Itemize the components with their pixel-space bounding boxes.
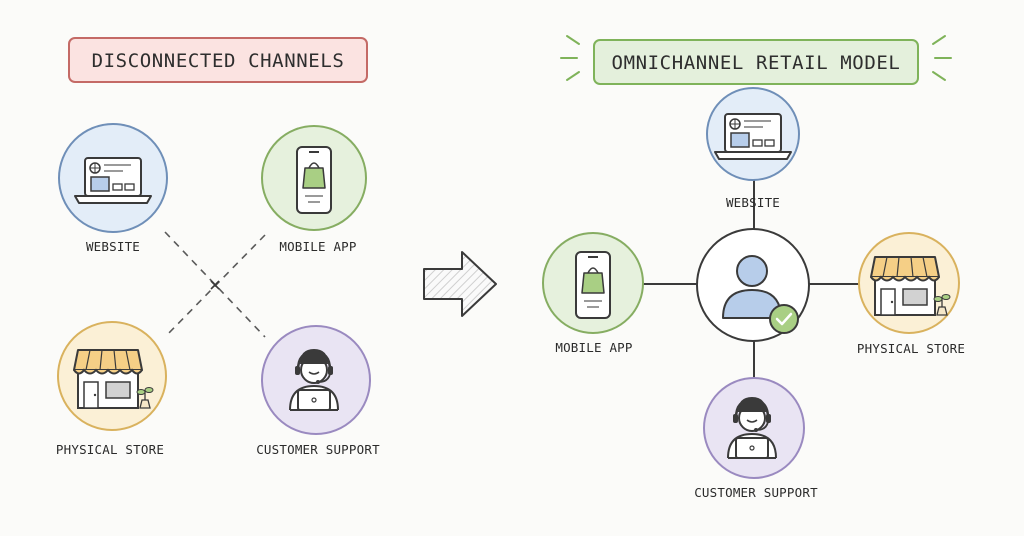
laptop-icon xyxy=(74,157,152,204)
break-x-icon xyxy=(210,280,220,290)
left-panel: DISCONNECTED CHANNELS WEBSITE MOBILE APP… xyxy=(56,37,380,457)
right-panel: OMNICHANNEL RETAIL MODEL WEBSITE xyxy=(542,35,965,500)
left-node-website: WEBSITE xyxy=(58,123,168,254)
right-node-physical-store: PHYSICAL STORE xyxy=(857,232,965,356)
right-arrow-icon xyxy=(423,251,497,317)
left-label-customer-support: CUSTOMER SUPPORT xyxy=(256,442,380,457)
right-node-mobile-app: MOBILE APP xyxy=(542,232,644,355)
right-title-box xyxy=(593,39,919,85)
left-node-physical-store: PHYSICAL STORE xyxy=(56,321,167,457)
right-node-website: WEBSITE xyxy=(706,87,800,210)
customer-checkmark-icon xyxy=(722,255,799,334)
left-label-mobile-app: MOBILE APP xyxy=(279,239,356,254)
smartphone-icon xyxy=(575,251,611,319)
right-node-customer-support: CUSTOMER SUPPORT xyxy=(694,377,818,500)
hub-connectors xyxy=(643,176,860,380)
left-label-website: WEBSITE xyxy=(86,239,140,254)
sparkle-lines xyxy=(560,35,952,81)
left-label-physical-store: PHYSICAL STORE xyxy=(56,442,164,457)
customer-hub xyxy=(696,228,810,342)
left-node-customer-support: CUSTOMER SUPPORT xyxy=(256,325,380,457)
left-node-mobile-app: MOBILE APP xyxy=(261,125,367,254)
right-panel-title: OMNICHANNEL RETAIL MODEL xyxy=(612,52,901,74)
disconnected-line-1 xyxy=(164,231,266,338)
right-label-physical-store: PHYSICAL STORE xyxy=(857,341,965,356)
left-panel-title: DISCONNECTED CHANNELS xyxy=(92,50,345,72)
right-label-customer-support: CUSTOMER SUPPORT xyxy=(694,485,818,500)
left-title-box xyxy=(68,37,368,83)
right-label-website: WEBSITE xyxy=(726,195,780,210)
right-label-mobile-app: MOBILE APP xyxy=(555,340,632,355)
laptop-icon xyxy=(714,113,792,160)
smartphone-icon xyxy=(296,146,332,214)
